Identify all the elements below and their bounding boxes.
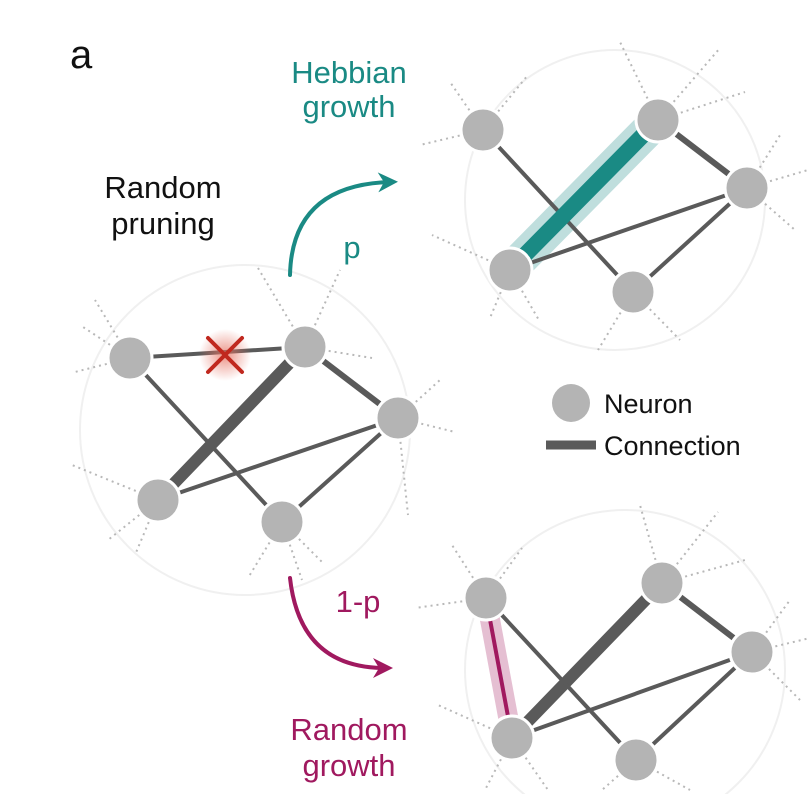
- neuron: [106, 334, 154, 382]
- connection: [484, 596, 638, 762]
- panel-label: a: [70, 33, 93, 77]
- connection: [508, 186, 749, 272]
- pruning-label-line2: pruning: [111, 206, 214, 241]
- peripheral-connections: [71, 267, 456, 581]
- hebbian-probability: p: [343, 230, 360, 265]
- neuron: [134, 476, 182, 524]
- neuron: [609, 268, 657, 316]
- connection-strong: [152, 341, 311, 506]
- neuron: [486, 246, 534, 294]
- neuron: [634, 96, 682, 144]
- arrow-random-growth: [288, 576, 393, 678]
- neuron: [723, 164, 771, 212]
- neuron: [374, 394, 422, 442]
- network-hebbian: [419, 41, 809, 351]
- connection: [510, 650, 754, 740]
- background-circle-bottom: [464, 509, 786, 794]
- random-growth-label-line1: Random: [290, 712, 407, 747]
- network-random-growth: [414, 504, 811, 791]
- neuron: [612, 736, 660, 784]
- connection-strong: [506, 577, 668, 744]
- neuron: [638, 559, 686, 607]
- arrow-hebbian: [288, 172, 398, 277]
- hebbian-label-line1: Hebbian: [291, 55, 406, 90]
- neurons: [462, 559, 776, 784]
- hebbian-connection: [502, 112, 666, 278]
- legend-neuron-icon: [552, 384, 590, 422]
- legend: Neuron Connection: [546, 384, 741, 461]
- random-growth-probability: 1-p: [336, 584, 381, 619]
- network-center: [71, 267, 456, 581]
- neuron: [728, 628, 776, 676]
- prune-x-icon: [206, 336, 244, 374]
- random-growth-connection: [484, 596, 514, 740]
- connection: [280, 416, 400, 524]
- connection: [128, 356, 284, 524]
- connection: [631, 186, 749, 294]
- peripheral-connections: [419, 41, 809, 351]
- neurons: [459, 96, 771, 316]
- neuron: [281, 323, 329, 371]
- neuron: [258, 498, 306, 546]
- neurons: [106, 323, 422, 546]
- legend-neuron-label: Neuron: [604, 389, 693, 419]
- pruning-label-line1: Random: [104, 170, 221, 205]
- connection: [634, 650, 754, 762]
- hebbian-label-line2: growth: [302, 89, 395, 124]
- connection: [156, 416, 400, 502]
- random-growth-label-line2: growth: [302, 748, 395, 783]
- neuron: [488, 714, 536, 762]
- neuron: [459, 106, 507, 154]
- legend-connection-label: Connection: [604, 431, 741, 461]
- neuron: [462, 574, 510, 622]
